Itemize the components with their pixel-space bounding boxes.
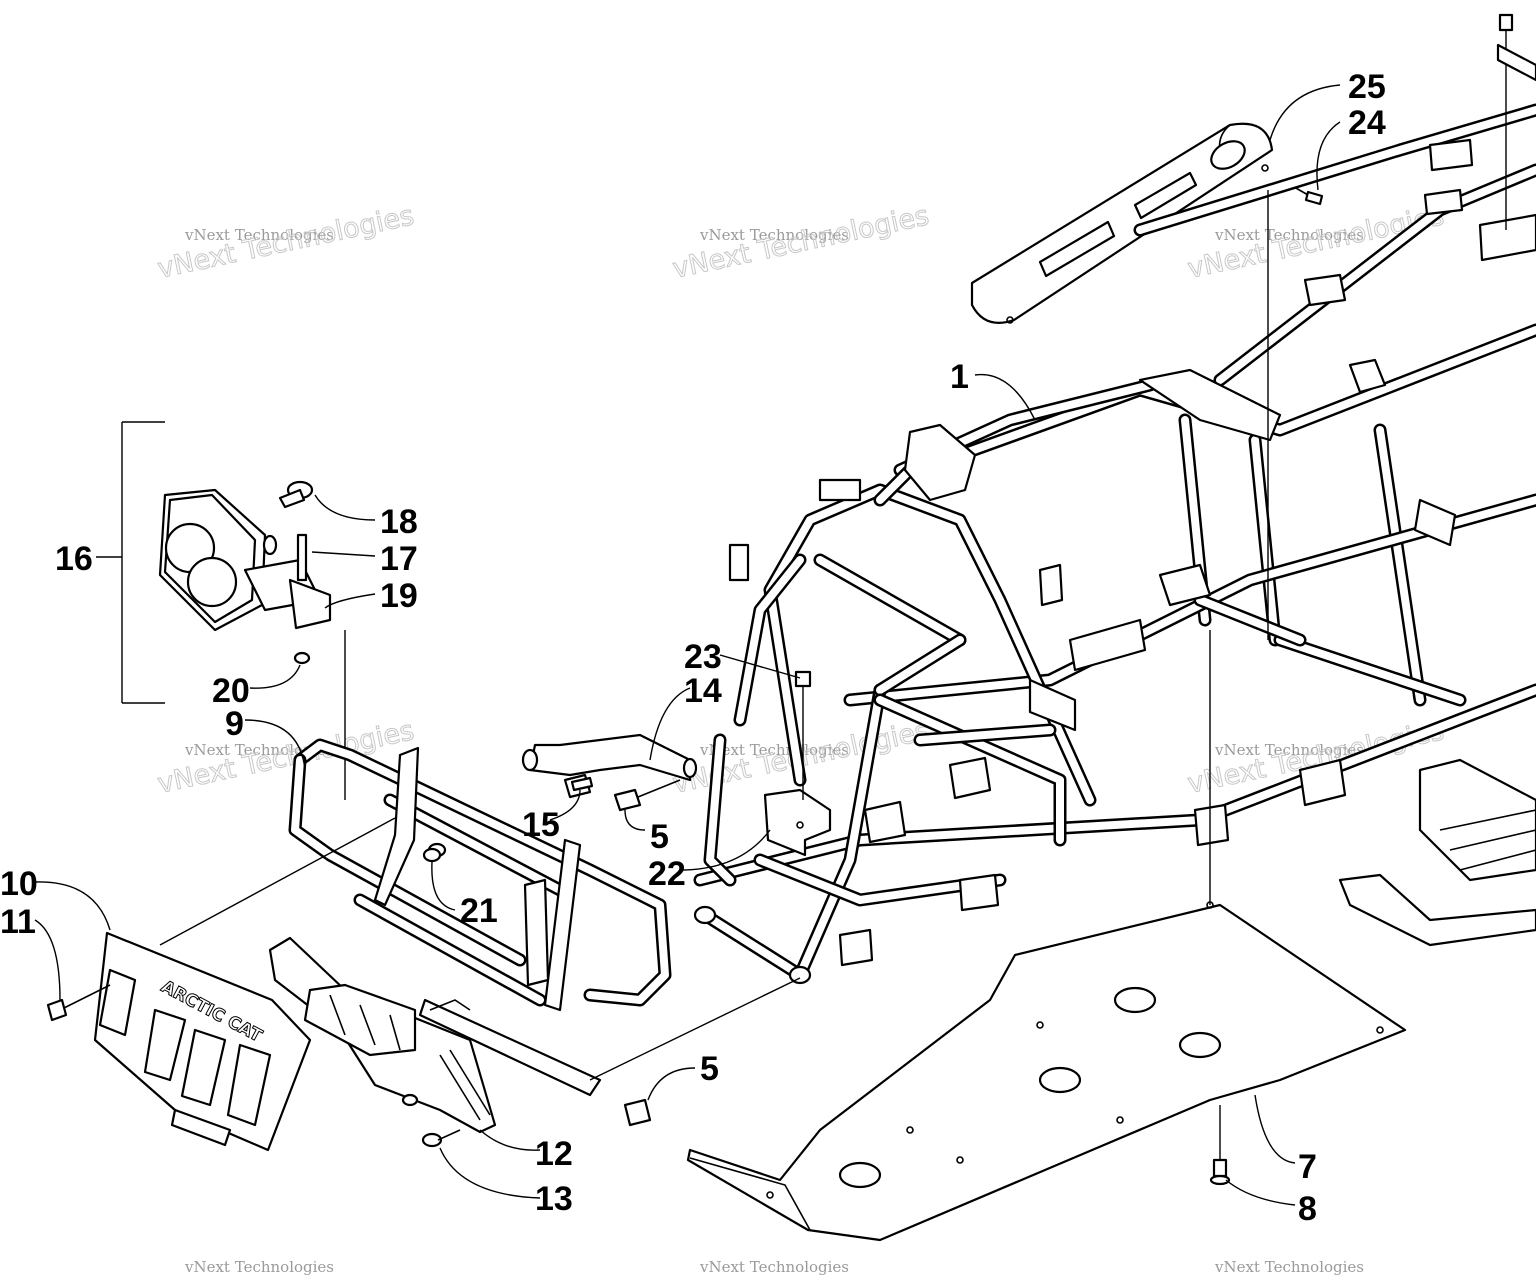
heat-shield xyxy=(970,122,1274,324)
watermark: vNext Technologies xyxy=(184,1258,334,1276)
bolt-15 xyxy=(563,773,594,799)
callout-7: 7 xyxy=(1298,1148,1317,1186)
bolt-5-upper xyxy=(613,779,681,812)
svg-text:vNext Technologies: vNext Technologies xyxy=(1214,226,1364,244)
nut-21 xyxy=(422,847,442,863)
screw-13 xyxy=(421,1129,461,1148)
callout-labels: 1 5 5 7 8 9 10 11 12 13 14 15 16 17 18 1… xyxy=(0,68,1386,1228)
bolt-23 xyxy=(794,670,812,800)
headlight-assembly xyxy=(96,421,346,800)
callout-25: 25 xyxy=(1348,68,1386,106)
callout-13: 13 xyxy=(535,1180,573,1218)
bracket-22 xyxy=(763,788,832,857)
svg-text:vNext Technologies: vNext Technologies xyxy=(699,1258,849,1276)
callout-12: 12 xyxy=(535,1135,573,1173)
callout-11: 11 xyxy=(0,903,36,941)
svg-text:vNext Technologies: vNext Technologies xyxy=(184,1258,334,1276)
callout-16: 16 xyxy=(55,540,93,578)
callout-18: 18 xyxy=(380,503,418,541)
callout-19: 19 xyxy=(380,577,418,615)
watermark: vNext Technologies vNext Technologies xyxy=(155,715,418,801)
svg-text:vNext Technologies: vNext Technologies xyxy=(699,741,849,759)
callout-10: 10 xyxy=(0,865,38,903)
callout-14: 14 xyxy=(684,672,722,710)
watermark: vNext Technologies xyxy=(1214,1258,1364,1276)
callout-20: 20 xyxy=(212,672,250,710)
watermark: vNext Technologies vNext Technologies xyxy=(670,200,933,286)
callout-22: 22 xyxy=(648,855,686,893)
bolt-11 xyxy=(46,984,111,1022)
skid-plate xyxy=(686,901,1407,1242)
front-bumper xyxy=(288,738,672,1097)
svg-text:vNext Technologies: vNext Technologies xyxy=(699,226,849,244)
callout-21: 21 xyxy=(460,892,498,930)
bracket-14 xyxy=(521,733,698,782)
callout-1: 1 xyxy=(950,358,969,396)
callout-5-lower: 5 xyxy=(700,1050,719,1088)
watermark: vNext Technologies vNext Technologies xyxy=(155,200,418,286)
bumper-plate xyxy=(268,936,497,1134)
callout-23: 23 xyxy=(684,638,722,676)
frame xyxy=(693,13,1536,985)
bolt-5-lower xyxy=(623,1098,652,1127)
svg-text:vNext Technologies: vNext Technologies xyxy=(1214,741,1364,759)
watermark: vNext Technologies xyxy=(699,1258,849,1276)
callout-9: 9 xyxy=(225,705,244,743)
svg-text:vNext Technologies: vNext Technologies xyxy=(184,226,334,244)
screw-8 xyxy=(1209,1105,1231,1186)
svg-text:vNext Technologies: vNext Technologies xyxy=(1214,1258,1364,1276)
leader-lines xyxy=(34,84,1341,1206)
callout-8: 8 xyxy=(1298,1190,1317,1228)
callout-24: 24 xyxy=(1348,104,1386,142)
callout-17: 17 xyxy=(380,540,418,578)
callout-5-upper: 5 xyxy=(650,818,669,856)
callout-15: 15 xyxy=(522,806,560,844)
